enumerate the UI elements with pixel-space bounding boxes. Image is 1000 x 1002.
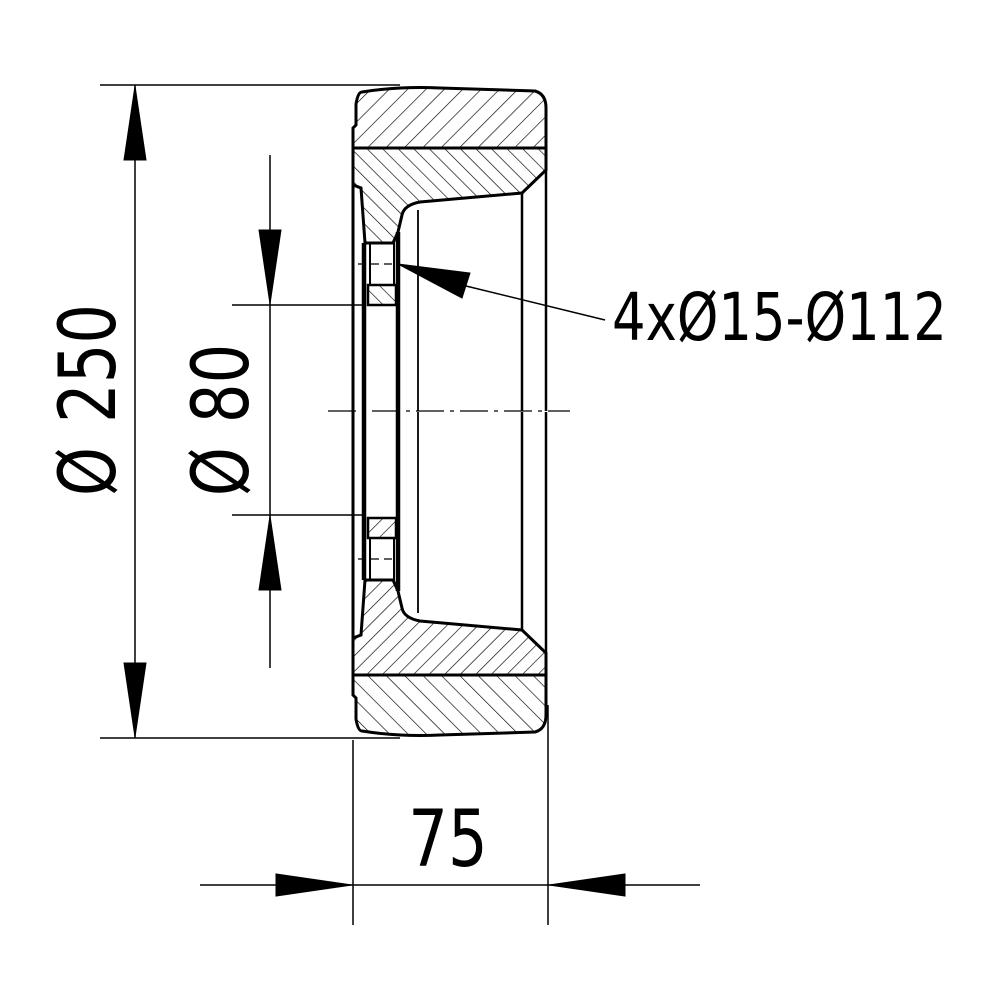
dimension-outer-diameter: Ø 250 — [42, 84, 400, 739]
bolt-hole-label: 4xØ15-Ø112 — [612, 280, 947, 356]
bolt-hole-callout: 4xØ15-Ø112 — [397, 263, 947, 357]
diameter-symbol: Ø — [175, 447, 267, 496]
dimension-width: 75 — [200, 705, 700, 925]
diameter-symbol: Ø — [42, 447, 134, 496]
wheel-section — [328, 86, 570, 737]
dimension-bore-diameter: Ø 80 — [175, 155, 365, 668]
svg-text:Ø250: Ø 250 — [42, 304, 134, 496]
outer-diameter-value: 250 — [42, 304, 134, 423]
svg-text:Ø80: Ø 80 — [175, 344, 267, 497]
width-value: 75 — [408, 793, 487, 885]
bore-diameter-value: 80 — [175, 344, 267, 423]
